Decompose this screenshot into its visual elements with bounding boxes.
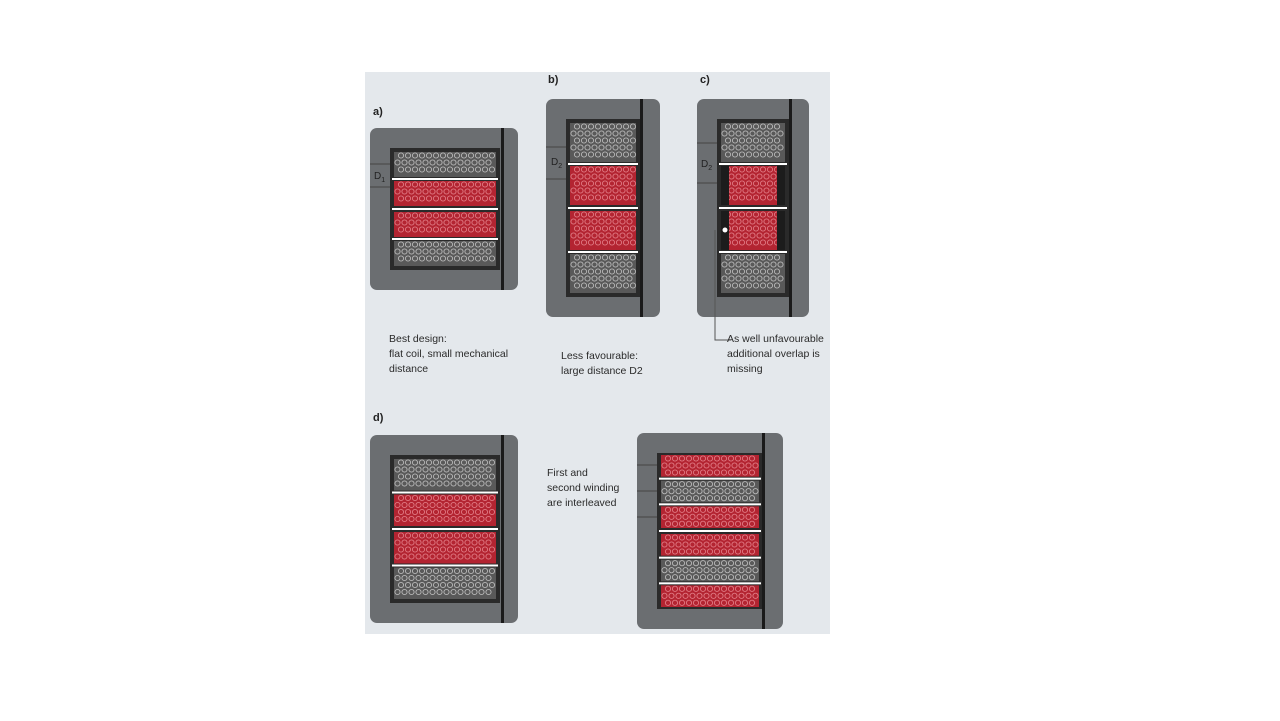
insulation-line [568,163,638,165]
center-leg-a [501,128,504,290]
caption-interleaved: First and second winding are interleaved [547,467,620,509]
insulation-line [659,556,761,559]
layers-d [392,459,498,599]
winding-layer-red [661,585,759,607]
insulation-line [719,207,787,209]
winding-layer-red [661,534,759,556]
d2-label-b: D2 [551,157,562,170]
insulation-line [659,530,761,532]
insulation-line [392,528,498,530]
insulation-line [392,178,498,180]
winding-layer-red [661,506,759,528]
caption-a: Best design: flat coil, small mechanical… [389,333,509,375]
coil-diagram-a: D1 [370,128,518,290]
layers-a [392,152,498,266]
center-leg-b [640,99,643,317]
figure-panel: a) D1 Best design: flat coil, small mech… [365,72,830,634]
center-leg-d [501,435,504,623]
label-b: b) [548,74,559,86]
layers-c [719,123,787,293]
coil-diagram-d [370,435,518,623]
coil-diagram-c: D2 [697,99,809,317]
insulation-line [719,251,787,253]
winding-layer-red [661,455,759,477]
layers-b [568,123,638,293]
insulation-line [659,582,761,585]
label-a: a) [373,106,383,118]
coil-diagram-b: D2 [546,99,660,317]
label-c: c) [700,74,710,86]
winding-layer-gray [661,480,759,503]
center-leg-interleaved [762,433,765,629]
insulation-line [392,491,498,494]
insulation-line [568,251,638,253]
d1-label-a: D1 [374,171,385,184]
insulation-line [659,477,761,480]
insulation-line [392,208,498,210]
coil-diagram-interleaved [637,433,783,629]
layers-e [659,455,761,607]
label-d: d) [373,412,384,424]
d2-label-c: D2 [701,159,712,172]
insulation-line [659,503,761,506]
insulation-line [568,207,638,209]
insulation-line [392,238,498,240]
center-leg-c [789,99,792,317]
insulation-line [392,564,498,567]
callout-line-c [714,227,731,341]
winding-layer-gray [661,559,759,582]
caption-c: As well unfavourable additional overlap … [727,333,824,375]
caption-b: Less favourable: large distance D2 [561,350,643,377]
insulation-line [719,163,787,165]
